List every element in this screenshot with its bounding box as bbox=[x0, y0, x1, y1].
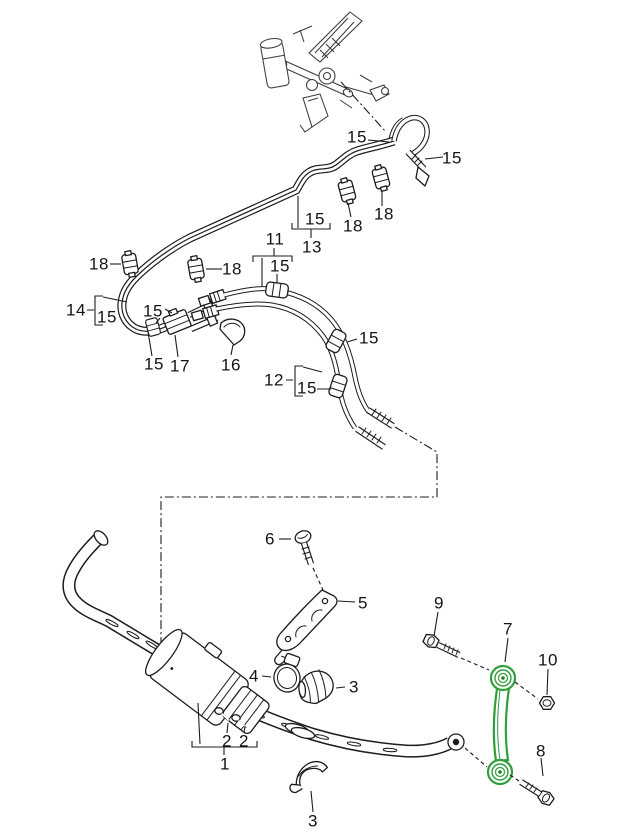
part-label-18[interactable]: 18 bbox=[374, 204, 394, 224]
part-label-3[interactable]: 3 bbox=[308, 811, 318, 831]
part-label-15[interactable]: 15 bbox=[270, 256, 290, 276]
bushing-3 bbox=[298, 669, 334, 705]
bolts-2 bbox=[214, 707, 247, 729]
pipe-union-fitting bbox=[405, 149, 430, 187]
steering-gear-assembly bbox=[259, 11, 390, 133]
part-label-14[interactable]: 14 bbox=[66, 300, 86, 320]
part-label-17[interactable]: 17 bbox=[170, 356, 190, 376]
part-label-2[interactable]: 2 bbox=[222, 731, 232, 751]
anti-roll-bar bbox=[62, 530, 465, 758]
mount-bracket-5 bbox=[274, 589, 338, 666]
part-label-11[interactable]: 11 bbox=[265, 229, 285, 249]
part-label-7[interactable]: 7 bbox=[503, 619, 513, 639]
retaining-clips bbox=[121, 164, 391, 283]
part-label-15[interactable]: 15 bbox=[143, 301, 163, 321]
clamp-4 bbox=[273, 652, 301, 693]
part-label-8[interactable]: 8 bbox=[536, 741, 546, 761]
part-label-15[interactable]: 15 bbox=[297, 378, 317, 398]
connecting-link-7-highlighted[interactable] bbox=[486, 664, 517, 786]
bolt-6 bbox=[294, 530, 315, 566]
part-label-9[interactable]: 9 bbox=[434, 593, 444, 613]
part-label-5[interactable]: 5 bbox=[358, 593, 368, 613]
part-label-18[interactable]: 18 bbox=[89, 254, 109, 274]
part-label-15[interactable]: 15 bbox=[97, 307, 117, 327]
part-label-18[interactable]: 18 bbox=[343, 216, 363, 236]
part-label-2[interactable]: 2 bbox=[239, 731, 249, 751]
nut-10 bbox=[538, 696, 556, 710]
part-label-15[interactable]: 15 bbox=[347, 127, 367, 147]
gear-reference-line bbox=[340, 81, 387, 133]
bolt-9 bbox=[422, 633, 461, 658]
part-label-6[interactable]: 6 bbox=[265, 529, 275, 549]
clamp-shell-3 bbox=[289, 760, 329, 794]
part-label-16[interactable]: 16 bbox=[221, 355, 241, 375]
bolt-8 bbox=[519, 779, 555, 806]
part-label-10[interactable]: 10 bbox=[538, 650, 558, 670]
part-label-1[interactable]: 1 bbox=[220, 754, 230, 774]
reference-line bbox=[160, 426, 438, 649]
hydraulic-hoses bbox=[190, 281, 395, 450]
hose-end-fittings bbox=[355, 407, 395, 450]
part-label-15[interactable]: 15 bbox=[442, 148, 462, 168]
leader-lines bbox=[87, 139, 549, 813]
part-label-15[interactable]: 15 bbox=[359, 328, 379, 348]
part-label-18[interactable]: 18 bbox=[222, 259, 242, 279]
part-label-3[interactable]: 3 bbox=[349, 677, 359, 697]
part-label-15[interactable]: 15 bbox=[305, 209, 325, 229]
protective-shell-16 bbox=[219, 318, 246, 346]
part-label-12[interactable]: 12 bbox=[264, 370, 284, 390]
part-label-13[interactable]: 13 bbox=[302, 237, 322, 257]
pressure-pipe-bundle bbox=[117, 114, 430, 336]
part-label-4[interactable]: 4 bbox=[249, 666, 259, 686]
part-label-15[interactable]: 15 bbox=[144, 354, 164, 374]
